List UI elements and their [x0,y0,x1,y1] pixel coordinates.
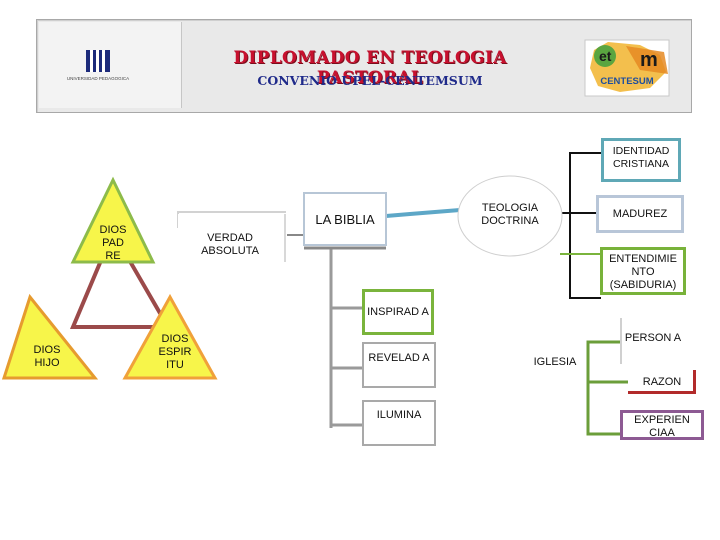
biblia-teologia-line [385,208,461,218]
svg-text:et: et [599,48,612,64]
trinity-triangle [69,227,172,329]
identidad-box [601,138,681,182]
teologia-bracket [569,152,601,299]
upel-logo-text: UNIVERSIDAD PEDAGOGICA [67,76,129,81]
persona-box [620,318,686,364]
experiencia-label: EXPERIEN CIAA [634,414,690,439]
verdad-box [178,214,286,262]
dios-padre-triangle [70,176,156,264]
persona-label: PERSON A [624,332,682,344]
biblia-label: LA BIBLIA [315,212,375,227]
revelada-label: REVELAD A [368,352,430,364]
inspirada-box [362,289,434,335]
iglesia-label: IGLESIA [533,356,577,368]
razon-label: RAZON [642,376,682,388]
revelada-box [362,342,436,388]
identidad-label: IDENTIDAD CRISTIANA [612,145,670,170]
left-logo-panel [39,22,182,108]
dios-espiritu-label: DIOS ESPIR ITU [158,333,192,371]
dios-espiritu-triangle [122,293,218,380]
entendimiento-label: ENTENDIMIE NTO (SABIDURIA) [609,253,677,291]
dios-hijo-label: DIOS HIJO [33,344,61,369]
centesum-logo-text: CENTESUM [600,76,653,87]
page-subtitle: CONVENIO UPEL-CENTEMSUM [257,73,483,88]
ilumina-box [362,400,436,446]
dios-padre-label: DIOS PAD RE [99,224,127,262]
biblia-box [303,192,387,246]
experiencia-box [620,410,704,440]
page-title: DIPLOMADO EN TEOLOGIA PASTORAL [233,48,507,88]
teologia-ellipse [457,175,563,257]
verdad-label: VERDAD ABSOLUTA [201,232,259,257]
ilumina-label: ILUMINA [376,409,422,421]
iglesia-bracket [586,340,620,436]
upel-logo-icon: UNIVERSIDAD PEDAGOGICA [67,50,129,81]
teologia-label: TEOLOGIA DOCTRINA [481,202,539,227]
razon-box [628,370,696,394]
centesum-logo-icon: et m CENTESUM [584,39,670,97]
entendimiento-box [600,247,686,295]
inspirada-label: INSPIRAD A [367,306,429,318]
madurez-label: MADUREZ [612,208,668,220]
svg-text:m: m [640,49,658,71]
madurez-box [596,195,684,233]
dios-hijo-triangle [1,293,99,380]
